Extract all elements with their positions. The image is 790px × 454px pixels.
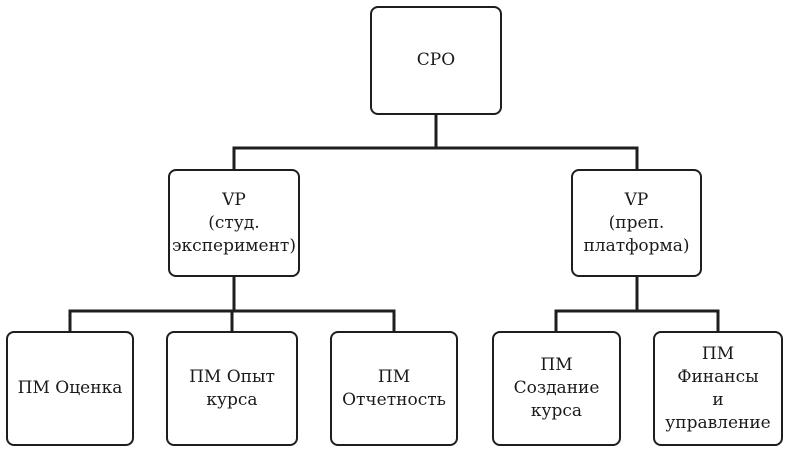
pm-assessment-label: ПМ Оценка xyxy=(17,378,123,398)
vp-teacher-platform-label: VP (преп. платформа) xyxy=(583,189,690,256)
pm-course-experience-label: ПМ Опыт курса xyxy=(189,366,275,410)
pm-course-creation-label: ПМ Создание курса xyxy=(513,355,600,421)
pm-assessment-node: ПМ Оценка xyxy=(6,331,134,446)
cpo-node: CPO xyxy=(370,6,502,115)
pm-reporting-node: ПМ Отчетность xyxy=(330,331,458,446)
pm-finance-management-label: ПМ Финансы и управление xyxy=(665,343,771,433)
vp-student-experiment-label: VP (студ. эксперимент) xyxy=(172,189,296,256)
pm-reporting-label: ПМ Отчетность xyxy=(342,366,446,410)
pm-finance-management-node: ПМ Финансы и управление xyxy=(653,331,783,446)
cpo-node-label: CPO xyxy=(416,50,456,70)
vp-teacher-platform-node: VP (преп. платформа) xyxy=(571,169,702,277)
pm-course-creation-node: ПМ Создание курса xyxy=(492,331,621,446)
vp-student-experiment-node: VP (студ. эксперимент) xyxy=(168,169,300,277)
pm-course-experience-node: ПМ Опыт курса xyxy=(166,331,298,446)
